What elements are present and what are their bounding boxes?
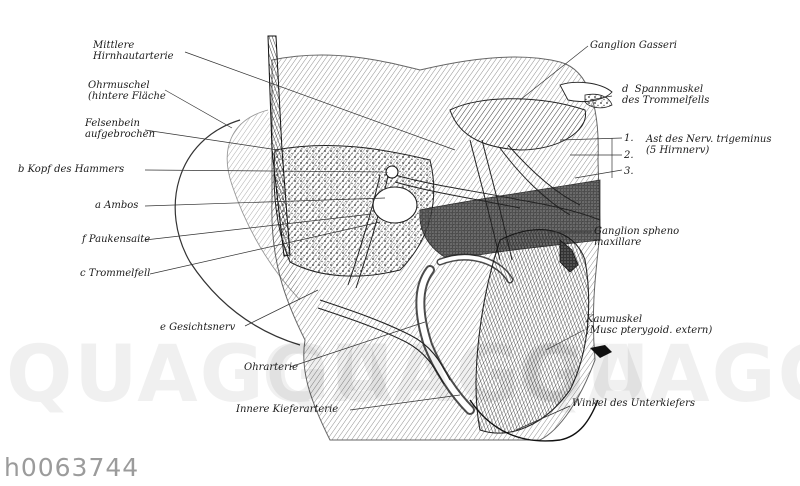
label-paukensaite: f Paukensaite: [82, 234, 151, 245]
label-ganglion-spheno-maxillare: Ganglion spheno maxillare: [594, 226, 680, 248]
label-spannmuskel: d Spannmuskel des Trommelfells: [622, 84, 710, 106]
label-mittlere-hirnhautarterie: Mittlere Hirnhautarterie: [93, 40, 174, 62]
label-kaumuskel: Kaumuskel (Musc pterygoid. extern): [586, 314, 713, 336]
image-id-text: h0063744: [4, 453, 140, 482]
label-number-1: 1.: [624, 133, 634, 144]
label-innere-kieferarterie: Innere Kieferarterie: [236, 404, 339, 415]
tympanic-membrane: [372, 186, 418, 224]
pterygoid-muscle: [475, 229, 590, 434]
label-number-3: 3.: [624, 166, 634, 177]
label-ganglion-gasseri: Ganglion Gasseri: [590, 40, 677, 51]
label-kopf-des-hammers: b Kopf des Hammers: [18, 164, 125, 175]
label-ast-des-nerv-trigeminus: Ast des Nerv. trigeminus (5 Hirnnerv): [646, 134, 772, 156]
nerve-branches: [347, 139, 601, 289]
leader-lines: [144, 45, 623, 431]
label-ohrarterie: Ohrarterie: [244, 362, 298, 373]
label-trommelfell: c Trommelfell: [80, 268, 151, 279]
label-ohrmuschel: Ohrmuschel (hintere Fläche: [88, 80, 166, 102]
label-felsenbein: Felsenbein aufgebrochen: [85, 118, 156, 140]
label-winkel-des-unterkiefers: Winkel des Unterkiefers: [572, 398, 696, 409]
watermark-text: QUAGGA: [262, 330, 651, 420]
watermark-text: QUAGGA: [518, 330, 800, 420]
watermark-text: QUAGGA: [6, 330, 395, 420]
label-ambos: a Ambos: [95, 200, 139, 211]
auricle-outline: [174, 119, 301, 346]
label-number-2: 2.: [624, 150, 634, 161]
mandible-angle: [469, 399, 599, 442]
ganglion-gasseri: [449, 98, 586, 151]
label-gesichtsnerv: e Gesichtsnerv: [160, 322, 236, 333]
